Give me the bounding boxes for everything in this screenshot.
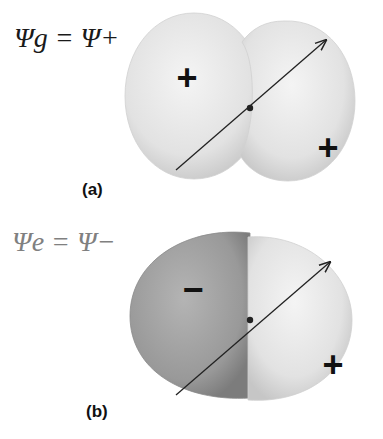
wavefunction-label: Ψe = Ψ− — [12, 228, 116, 256]
phase-sign: + — [322, 347, 343, 383]
panel-label: (a) — [82, 181, 103, 198]
panel-label: (b) — [86, 403, 108, 420]
orbital-lobe-shaded: − — [128, 230, 252, 400]
phase-sign: − — [182, 272, 203, 308]
phase-sign: + — [176, 60, 197, 96]
nucleus-dot — [247, 105, 253, 111]
orbital-lobe: + — [247, 236, 353, 402]
orbital-lobe: + — [236, 20, 356, 182]
phase-sign: + — [317, 130, 338, 166]
lobe-shape — [128, 230, 252, 400]
nucleus-dot — [247, 317, 253, 323]
wavefunction-label: Ψg = Ψ+ — [14, 24, 119, 52]
